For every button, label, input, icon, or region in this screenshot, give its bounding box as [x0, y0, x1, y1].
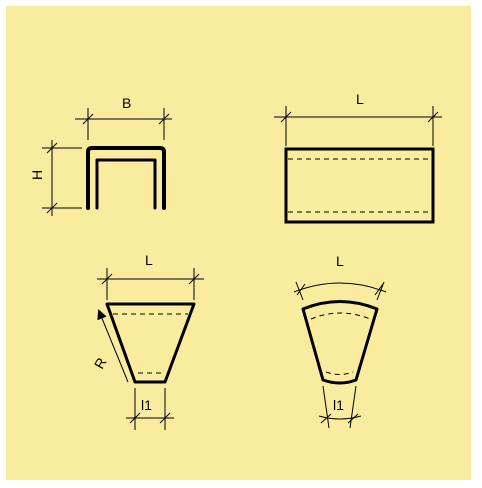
tapered-profile-straight: L R l1: [91, 252, 204, 430]
dimension-l1-bottom-left: l1: [126, 388, 174, 430]
background-panel: [6, 6, 471, 480]
label-b: B: [122, 95, 131, 111]
curved-hidden-top: [310, 312, 371, 320]
dimension-length-l: L: [274, 91, 442, 146]
tapered-profile-curved: L l1: [293, 253, 387, 429]
side-view-rectangle: L: [274, 91, 442, 224]
curved-trapezoid-outline: [301, 300, 379, 385]
u-profile-end-view: B H: [29, 95, 172, 216]
label-h: H: [29, 170, 45, 180]
u-profile-outline: [86, 146, 166, 210]
u-profile-inner-outline: [95, 158, 157, 210]
side-view-outline: [284, 147, 435, 224]
label-l-bottom-left: L: [145, 252, 153, 268]
dimension-l1-bottom-right: l1: [318, 385, 362, 429]
curved-hidden-bottom: [325, 371, 354, 375]
dimension-length-l-bottom-right: L: [293, 253, 387, 301]
dimension-width-b: B: [75, 95, 172, 140]
dimension-height-h: H: [29, 140, 82, 216]
label-l1-bottom-left: l1: [141, 397, 152, 413]
label-l-bottom-right: L: [336, 253, 344, 269]
dimension-length-l-bottom-left: L: [97, 252, 204, 300]
label-l1-bottom-right: l1: [333, 397, 344, 413]
label-l-top: L: [356, 91, 364, 107]
trapezoid-outline: [105, 302, 196, 384]
